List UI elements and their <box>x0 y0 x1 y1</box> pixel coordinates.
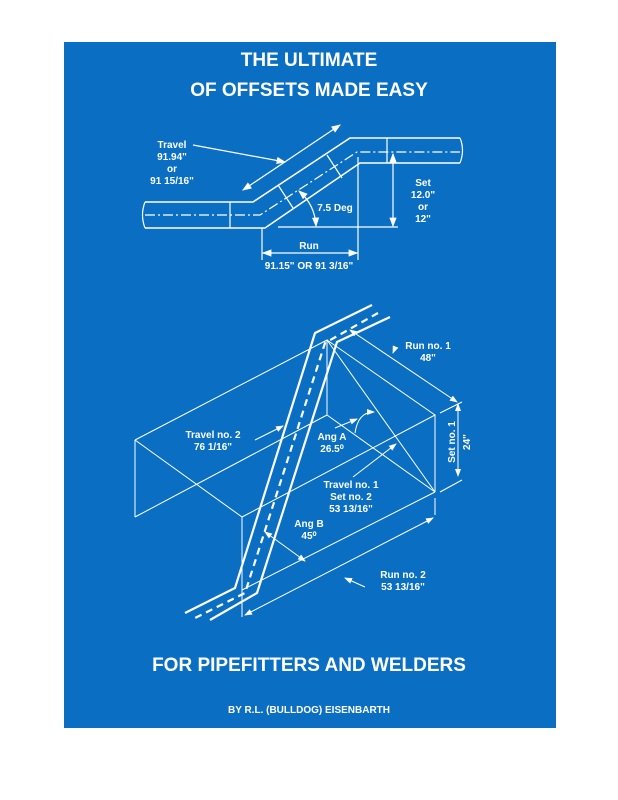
pipe-offset-diagram <box>141 124 464 260</box>
angle-label: 7.5 Deg <box>317 203 353 214</box>
pipe <box>184 304 391 621</box>
run-label: Run <box>299 241 319 252</box>
set-no-1-value: 24" <box>462 434 473 450</box>
set-no-1-label: Set no. 1 <box>447 421 458 463</box>
title-line-2: OF OFFSETS MADE EASY <box>190 80 428 101</box>
rolling-offset-diagram <box>134 304 463 621</box>
run-value: 91.15" OR 91 3/16" <box>264 261 354 272</box>
title-line-1: THE ULTIMATE <box>240 50 378 71</box>
author: BY R.L. (BULLDOG) EISENBARTH <box>227 705 391 716</box>
subtitle: FOR PIPEFITTERS AND WELDERS <box>152 655 466 676</box>
